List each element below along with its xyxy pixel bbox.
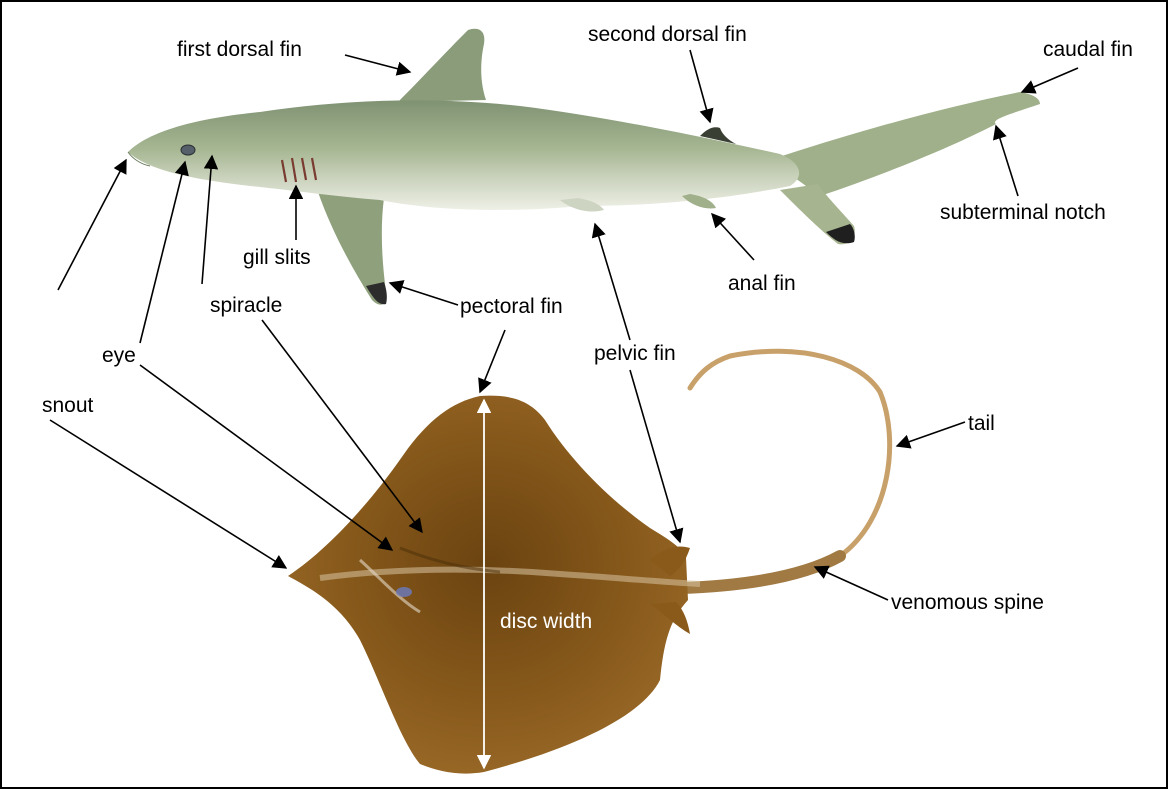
arrow-pectoral-fin-shark	[390, 283, 458, 305]
label-first-dorsal-fin: first dorsal fin	[177, 38, 302, 61]
arrow-venomous-spine	[815, 567, 888, 600]
label-gill-slits: gill slits	[243, 246, 311, 269]
arrow-caudal-fin	[1022, 68, 1078, 92]
stingray-tail-shape	[680, 351, 890, 588]
label-pelvic-fin: pelvic fin	[594, 342, 676, 365]
arrow-pelvic-fin-shark	[595, 224, 630, 340]
label-anal-fin: anal fin	[728, 272, 796, 295]
arrow-second-dorsal-fin	[690, 50, 710, 122]
label-disc-width: disc width	[500, 610, 592, 633]
arrow-eye-ray	[140, 365, 392, 550]
label-second-dorsal-fin: second dorsal fin	[588, 23, 747, 46]
arrow-pectoral-fin-ray	[480, 330, 505, 392]
shark-body-shape	[128, 100, 799, 210]
label-venomous-spine: venomous spine	[891, 591, 1044, 614]
label-caudal-fin: caudal fin	[1043, 38, 1133, 61]
arrow-tail	[897, 422, 965, 446]
arrow-snout-shark	[58, 160, 126, 290]
arrow-pelvic-fin-ray	[630, 370, 680, 542]
arrow-eye-shark	[140, 162, 185, 343]
label-tail: tail	[968, 412, 995, 435]
stingray-illustration	[288, 351, 890, 773]
arrow-snout-ray	[50, 420, 286, 568]
label-subterminal-notch: subterminal notch	[940, 201, 1106, 224]
shark-caudal-fin-shape	[770, 92, 1040, 196]
label-eye: eye	[102, 344, 136, 367]
arrow-anal-fin	[712, 214, 754, 260]
arrow-subterminal-notch	[996, 126, 1018, 196]
stingray-disc-shape	[288, 396, 688, 774]
label-spiracle: spiracle	[210, 294, 282, 317]
shark-first-dorsal-fin-shape	[398, 29, 486, 102]
arrow-first-dorsal-fin	[345, 55, 410, 72]
label-pectoral-fin: pectoral fin	[460, 295, 563, 318]
arrow-spiracle-ray	[262, 320, 422, 532]
label-snout: snout	[42, 394, 94, 417]
